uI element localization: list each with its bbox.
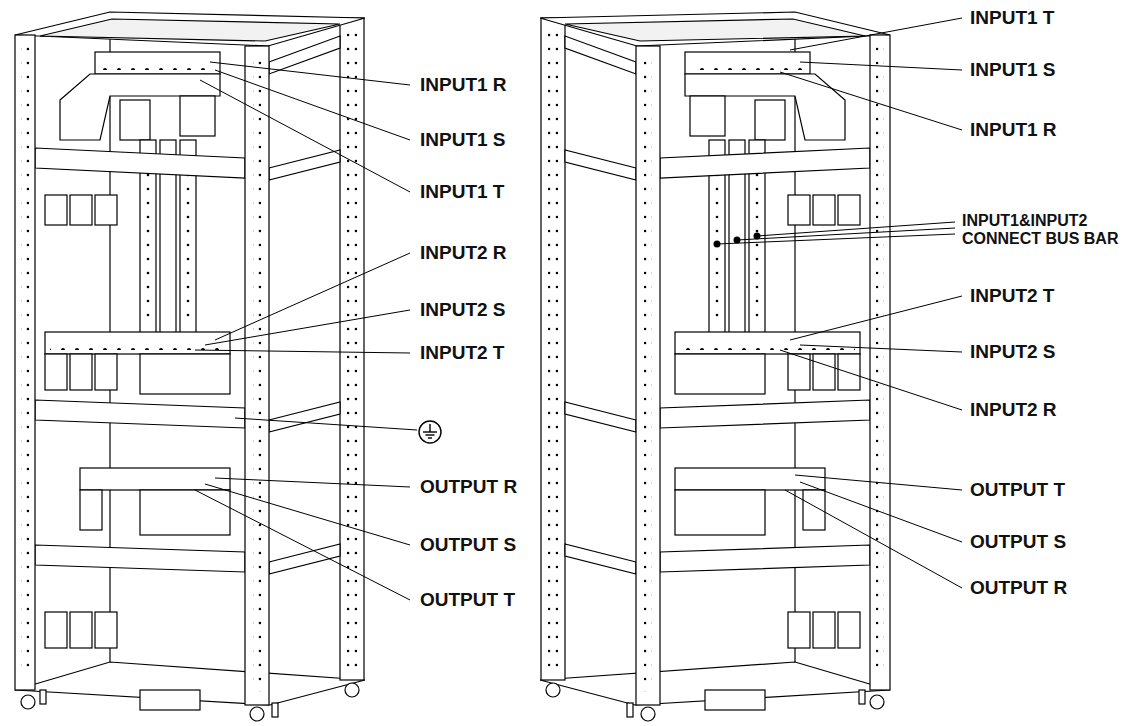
part-label: INPUT1 S [420, 129, 506, 151]
label-slot: INPUT2 T [420, 342, 504, 364]
label-slot: INPUT2 S [970, 341, 1056, 363]
part-label: INPUT2 R [420, 242, 507, 264]
label-slot: OUTPUT T [420, 589, 515, 611]
label-slot: INPUT1 R [420, 74, 507, 96]
leader-lines [195, 18, 962, 600]
part-label: INPUT2 S [970, 341, 1056, 363]
part-label: INPUT2 R [970, 399, 1057, 421]
label-slot: INPUT2 R [420, 242, 507, 264]
part-label: OUTPUT S [970, 531, 1066, 553]
part-label: OUTPUT R [970, 577, 1067, 599]
ground-symbol [419, 421, 441, 443]
label-slot: OUTPUT T [970, 479, 1065, 501]
label-slot: OUTPUT R [970, 577, 1067, 599]
part-label: OUTPUT R [420, 476, 517, 498]
left-cabinet [15, 12, 365, 721]
label-slot: INPUT1 S [420, 129, 506, 151]
part-label: INPUT2 T [420, 342, 504, 364]
label-slot: OUTPUT S [420, 534, 516, 556]
label-slot: OUTPUT R [420, 476, 517, 498]
label-slot: INPUT2 S [420, 299, 506, 321]
label-slot: INPUT1&INPUT2 CONNECT BUS BAR [962, 212, 1134, 249]
part-label: INPUT2 T [970, 285, 1054, 307]
label-slot: INPUT1 S [970, 59, 1056, 81]
label-slot: INPUT1 T [970, 7, 1054, 29]
label-slot: INPUT2 R [970, 399, 1057, 421]
label-slot: OUTPUT S [970, 531, 1066, 553]
right-cabinet [540, 12, 890, 721]
part-label: OUTPUT T [420, 589, 515, 611]
part-label: INPUT1 T [420, 181, 504, 203]
part-label: INPUT2 S [420, 299, 506, 321]
part-label: INPUT1 T [970, 7, 1054, 29]
label-slot: INPUT2 T [970, 285, 1054, 307]
part-label: OUTPUT T [970, 479, 1065, 501]
part-label: INPUT1 R [420, 74, 507, 96]
label-slot: INPUT1 T [420, 181, 504, 203]
part-label: INPUT1&INPUT2 CONNECT BUS BAR [962, 212, 1134, 249]
label-slot: INPUT1 R [970, 119, 1057, 141]
part-label: OUTPUT S [420, 534, 516, 556]
part-label: INPUT1 S [970, 59, 1056, 81]
part-label: INPUT1 R [970, 119, 1057, 141]
